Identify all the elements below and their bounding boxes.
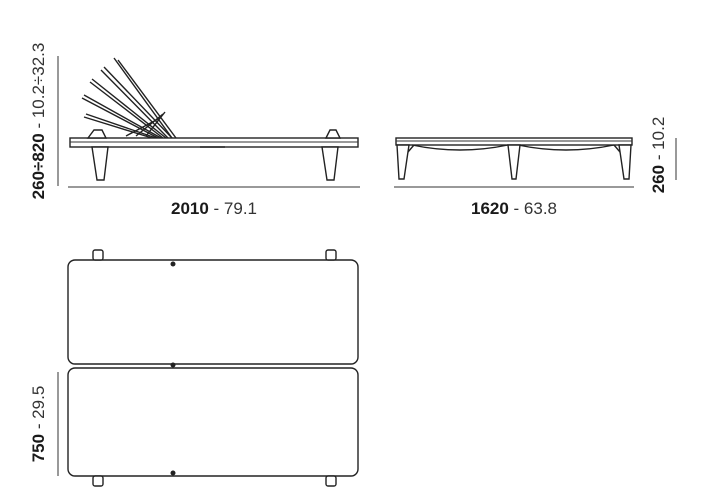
side-height-label: 260÷820 - 10.2÷32.3 — [29, 43, 48, 200]
top-tab — [325, 475, 337, 487]
top-marker — [170, 261, 176, 267]
side-cap-left — [86, 129, 108, 139]
side-width-label: 2010 - 79.1 — [171, 199, 257, 218]
side-leg-rear — [321, 146, 339, 181]
top-tab — [92, 249, 104, 261]
backrest-positions — [81, 57, 177, 139]
top-view — [67, 249, 359, 487]
end-leg-left — [396, 144, 410, 180]
end-leg-middle — [507, 144, 521, 180]
end-view — [395, 137, 633, 180]
side-cap-right — [324, 129, 342, 139]
top-tab — [325, 249, 337, 261]
end-width-label: 1620 - 63.8 — [471, 199, 557, 218]
top-depth-label: 750 - 29.5 — [29, 386, 48, 463]
top-marker — [170, 470, 176, 476]
side-leg-front — [91, 146, 109, 181]
top-panel-lower — [67, 367, 359, 477]
side-view — [69, 57, 359, 181]
end-height-label: 260 - 10.2 — [649, 117, 668, 194]
top-panel-upper — [67, 259, 359, 365]
end-leg-right — [618, 144, 632, 180]
top-marker — [170, 362, 176, 368]
top-tab — [92, 475, 104, 487]
